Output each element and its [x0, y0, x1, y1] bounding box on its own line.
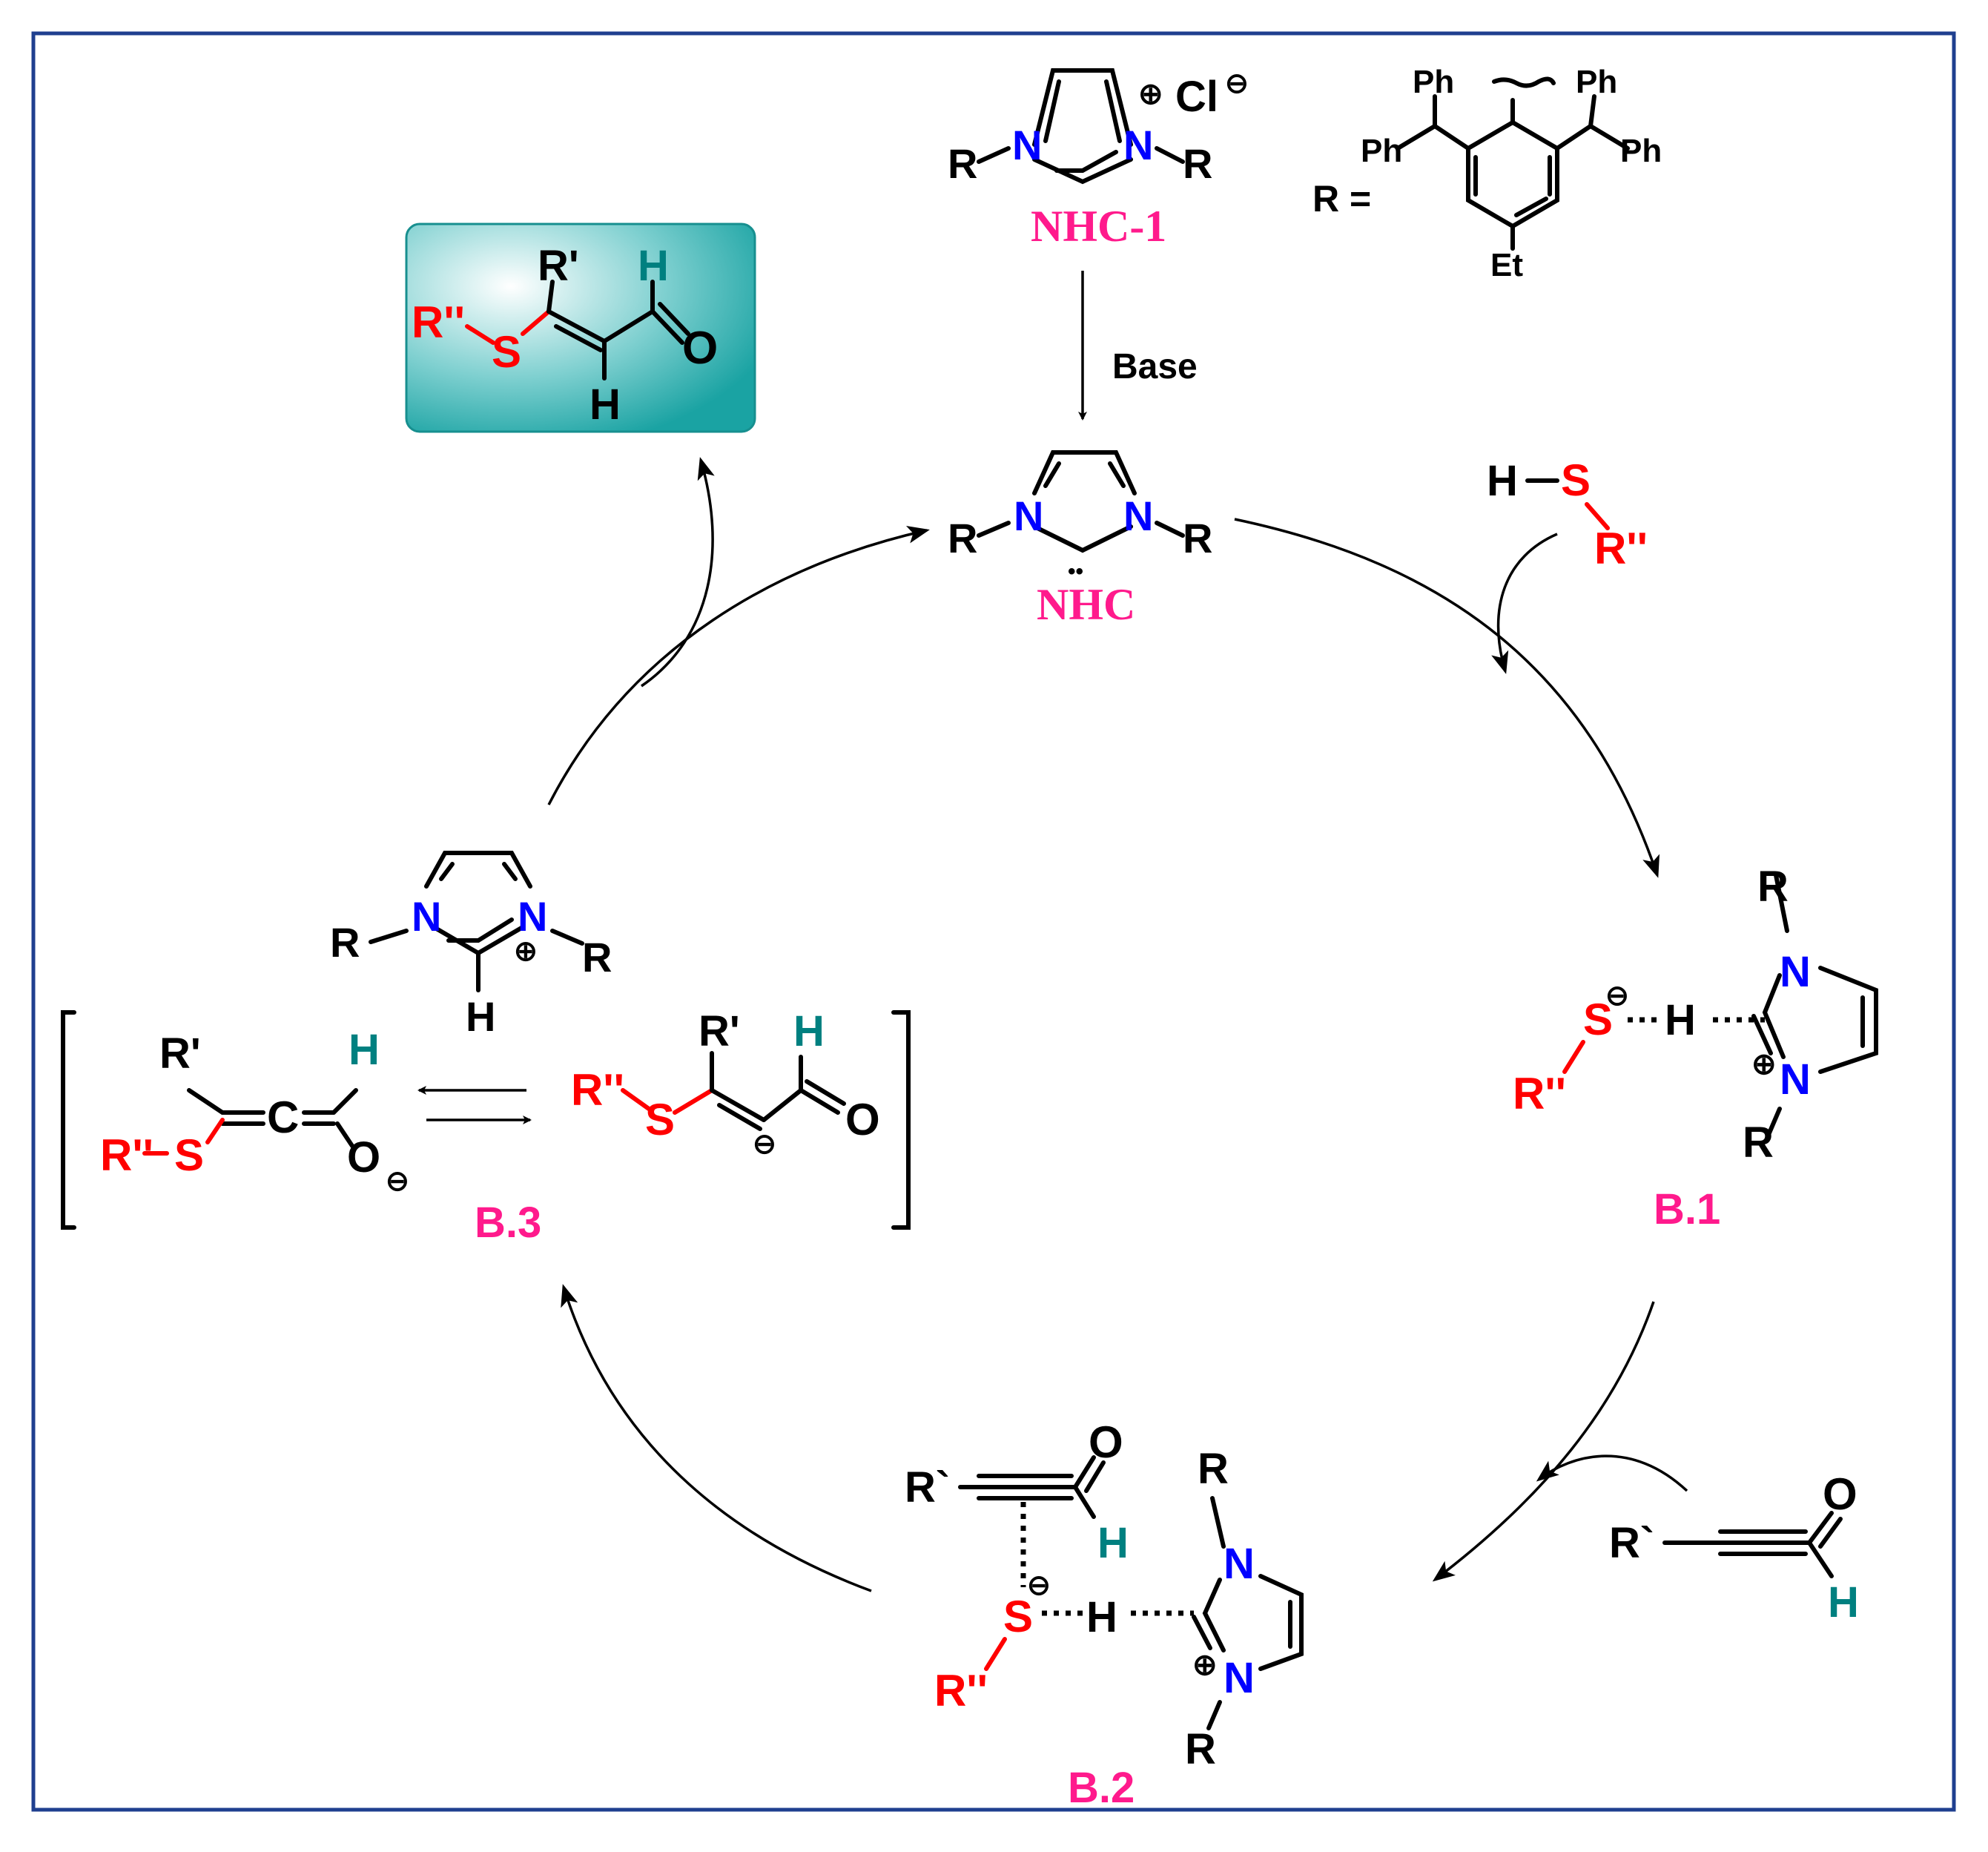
b1-h: H: [1665, 996, 1696, 1044]
b1-n-bottom: N: [1780, 1055, 1811, 1104]
b3a-r-prime: R': [159, 1029, 201, 1078]
precatalyst-nhc1: N N R R ⊕ Cl ⊖ NHC-1: [948, 68, 1249, 251]
b3a-o-minus: ⊖: [386, 1166, 409, 1197]
ynal-h: H: [1828, 1578, 1859, 1627]
b1-label: B.1: [1654, 1185, 1720, 1233]
b3b-r-double-prime: R'': [571, 1065, 624, 1115]
imid-h: H: [466, 993, 495, 1040]
chloride-minus-charge: ⊖: [1225, 68, 1249, 99]
chloride-ion: Cl: [1175, 73, 1218, 121]
ethyl-label: Et: [1490, 247, 1523, 283]
product-r-prime: R': [538, 242, 579, 290]
imid-r-right: R: [582, 934, 612, 981]
product-box: R'' S R' H O H: [405, 223, 756, 433]
b3a-r-double-prime: R'': [100, 1130, 153, 1180]
thiol-r-double-prime: R'': [1594, 524, 1648, 573]
nhc-r-left: R: [948, 515, 977, 561]
free-nhc-catalyst: N N R R •• NHC: [948, 450, 1212, 629]
nhc1-plus-charge: ⊕: [1138, 78, 1163, 111]
nhc-label: NHC: [1037, 580, 1135, 629]
intermediate-b1: R N N ⊕ R H S ⊖ R'' B.1: [1513, 863, 1878, 1233]
arrow-thiol-in: [1491, 533, 1558, 674]
product-vinyl-h: H: [590, 380, 621, 429]
b3a-h: H: [349, 1026, 380, 1074]
imidazolium-byproduct: N N R R ⊕ H: [330, 851, 612, 1040]
b2-n-top: N: [1223, 1540, 1255, 1588]
nhc1-n-right: N: [1123, 122, 1153, 168]
nhc-r-right: R: [1183, 515, 1212, 561]
b2-h: H: [1086, 1593, 1117, 1641]
b1-n-top: N: [1780, 948, 1811, 996]
carbene-lone-pair: ••: [1068, 559, 1083, 584]
b2-plus-charge: ⊕: [1192, 1649, 1218, 1681]
imid-n-left: N: [412, 893, 441, 940]
arrow-b1-to-b2: [1432, 1301, 1655, 1582]
b2-label: B.2: [1068, 1764, 1135, 1812]
b2-aldehyde-h: H: [1097, 1519, 1129, 1567]
product-r-double-prime: R'': [412, 297, 465, 347]
nhc-n-right: N: [1123, 492, 1153, 539]
arrow-b3-to-nhc: [547, 526, 930, 805]
b1-s-minus: ⊖: [1605, 981, 1629, 1012]
intermediate-b3: R' C H R'' S O ⊖ R'' S R' H ⊖ O B.3: [61, 1007, 911, 1247]
ph-right: Ph: [1620, 133, 1662, 169]
nhc-n-left: N: [1014, 492, 1043, 539]
b3b-h: H: [793, 1007, 825, 1055]
b2-s-minus: ⊖: [1027, 1570, 1051, 1601]
b1-r-top: R: [1757, 863, 1789, 911]
b2-s: S: [1003, 1592, 1033, 1641]
nhc1-n-left: N: [1012, 122, 1042, 168]
product-sulfur: S: [492, 327, 521, 377]
nhc1-r-left: R: [948, 140, 977, 187]
b1-s: S: [1583, 995, 1613, 1044]
ph-top-left: Ph: [1413, 64, 1454, 100]
b1-r-bottom: R: [1743, 1118, 1774, 1167]
imid-r-left: R: [330, 919, 360, 966]
thiol-h: H: [1487, 457, 1518, 505]
b3b-r-prime: R': [699, 1007, 740, 1055]
nhc1-r-right: R: [1183, 140, 1212, 187]
imid-plus-charge: ⊕: [514, 936, 538, 967]
ynal-reagent: R` O H: [1609, 1469, 1859, 1627]
b3a-central-c: C: [267, 1093, 299, 1142]
b3b-oxygen: O: [845, 1095, 880, 1144]
b3a-s: S: [174, 1130, 204, 1180]
b3b-carbanion-minus: ⊖: [753, 1129, 776, 1160]
b2-n-bottom: N: [1223, 1654, 1255, 1702]
product-aldehyde-h: H: [638, 242, 669, 290]
b1-r-double-prime: R'': [1513, 1069, 1566, 1118]
ynal-r-grave: R`: [1609, 1519, 1654, 1567]
arrow-ynal-in: [1536, 1454, 1688, 1492]
thiol-reagent: H S R'': [1487, 455, 1648, 573]
b3b-s: S: [645, 1095, 675, 1144]
ph-top-right: Ph: [1576, 64, 1617, 100]
outer-frame: [31, 31, 1956, 1812]
b2-r-double-prime: R'': [934, 1666, 988, 1716]
b2-r-top: R: [1198, 1445, 1229, 1493]
r-equals: R =: [1312, 178, 1371, 220]
product-oxygen: O: [682, 323, 718, 374]
ynal-oxygen: O: [1823, 1469, 1857, 1519]
imid-n-right: N: [518, 893, 547, 940]
ph-left: Ph: [1361, 133, 1402, 169]
b2-oxygen: O: [1089, 1417, 1123, 1467]
arrow-product-release: [641, 457, 715, 688]
r-group-definition: R = Ph Ph Ph Ph Et: [1312, 64, 1662, 283]
b2-r-bottom: R: [1185, 1725, 1216, 1773]
b3a-oxygen: O: [347, 1133, 380, 1182]
nhc1-label: NHC-1: [1031, 202, 1166, 251]
thiol-s: S: [1561, 455, 1591, 505]
b3-label: B.3: [475, 1199, 541, 1247]
b2-r-grave: R`: [905, 1463, 950, 1512]
base-label: Base: [1112, 347, 1198, 386]
b1-plus-charge: ⊕: [1751, 1048, 1777, 1081]
intermediate-b2: R` O H S ⊖ H R'' R N N ⊕ R B.2: [905, 1417, 1304, 1812]
arrow-b2-to-b3: [561, 1284, 872, 1592]
